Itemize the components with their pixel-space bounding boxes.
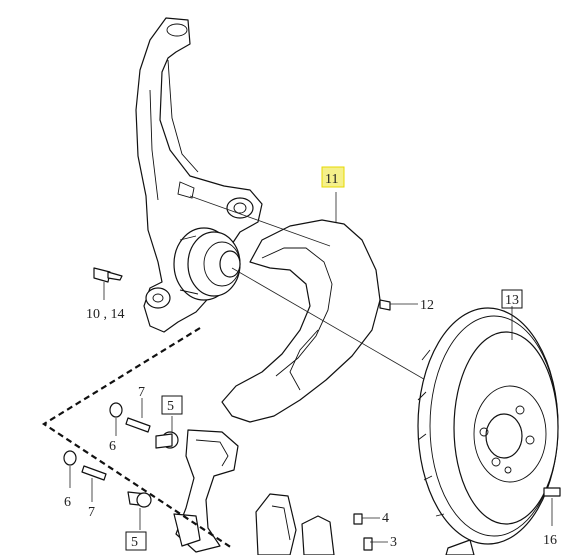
callout-5b-box (125, 531, 147, 551)
wheel-hub (173, 227, 241, 301)
brake-disc (417, 307, 559, 545)
callout-leaders (69, 192, 553, 543)
callout-16: 16 (543, 533, 557, 548)
knuckle-to-shield-leader (189, 195, 331, 247)
brake-pads (255, 493, 335, 555)
steering-knuckle (135, 17, 263, 333)
callout-11-highlight (321, 166, 345, 188)
caliper-carrier (173, 429, 239, 553)
callout-10-14: 10 , 14 (86, 307, 125, 322)
callout-4: 4 (382, 511, 389, 526)
callout-11: 11 (325, 172, 338, 187)
callout-3: 3 (390, 535, 397, 550)
callout-6a: 6 (109, 439, 116, 454)
callout-5a-box (161, 395, 183, 415)
callout-12: 12 (420, 298, 434, 313)
hub-to-disc-leader (231, 267, 461, 401)
callout-5b: 5 (131, 535, 138, 550)
callout-13: 13 (505, 293, 519, 308)
callout-13-box (501, 289, 523, 309)
callout-6b: 6 (64, 495, 71, 510)
assembly-dashed-line (41, 327, 233, 549)
callout-7a: 7 (138, 385, 145, 400)
callout-5a: 5 (167, 399, 174, 414)
splash-shield (221, 219, 381, 423)
guide-pins (63, 267, 561, 555)
callout-7b: 7 (88, 505, 95, 520)
